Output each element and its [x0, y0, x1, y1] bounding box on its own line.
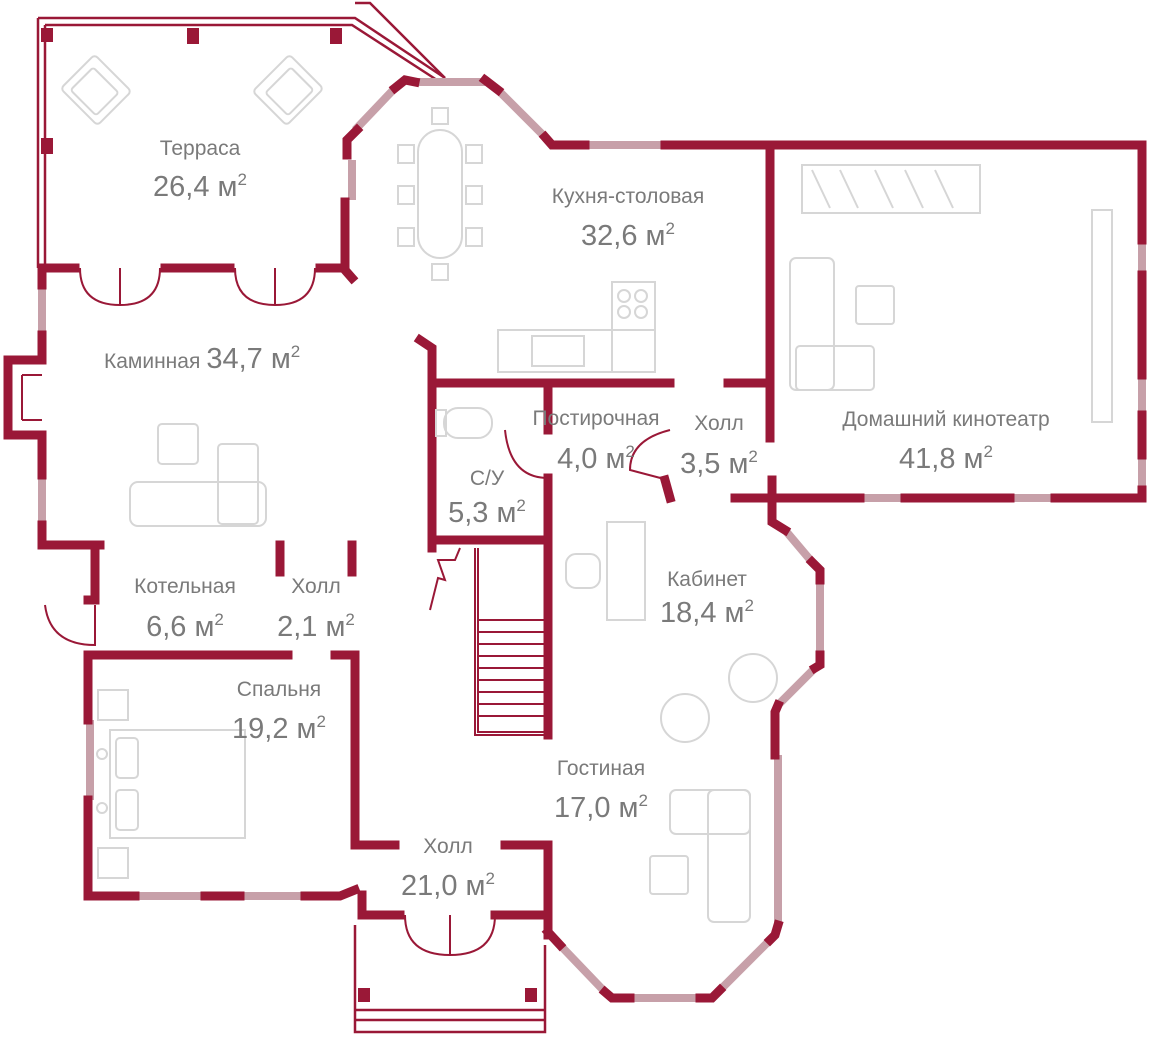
office-name: Кабинет: [667, 568, 747, 591]
walls: [3, 73, 1147, 1003]
living-name: Гостиная: [557, 757, 645, 780]
staircase: [429, 547, 548, 736]
living-area: 17,0 м2: [554, 791, 648, 824]
laundry-name: Постирочная: [532, 407, 659, 430]
hall-small-area: 2,1 м2: [277, 610, 355, 643]
hall-center-name: Холл: [694, 412, 744, 435]
office-area: 18,4 м2: [660, 596, 754, 629]
hall-entry-name: Холл: [423, 835, 473, 858]
entry-porch: [353, 925, 547, 1034]
bedroom-area: 19,2 м2: [232, 712, 326, 745]
laundry-area: 4,0 м2: [557, 442, 635, 475]
bathroom-name: С/У: [470, 467, 505, 490]
terrace-armchairs: [61, 55, 323, 125]
kitchen-area: 32,6 м2: [581, 219, 675, 252]
cinema-name: Домашний кинотеатр: [842, 408, 1049, 431]
cinema-area: 41,8 м2: [899, 442, 993, 475]
fireplace-icon: [21, 374, 42, 421]
doors: [44, 267, 671, 957]
hall-small-name: Холл: [291, 575, 341, 598]
terrace-structure: [36, 1, 446, 268]
terrace-area: 26,4 м2: [153, 170, 247, 203]
room-labels: Терраса 26,4 м2 Кухня-столовая 32,6 м2 К…: [104, 137, 1050, 902]
terrace-name: Терраса: [160, 137, 241, 160]
boiler-name: Котельная: [134, 575, 236, 598]
kitchen-name: Кухня-столовая: [552, 185, 704, 208]
hall-center-area: 3,5 м2: [680, 447, 758, 480]
bathroom-area: 5,3 м2: [448, 496, 526, 529]
furniture: [96, 107, 1113, 923]
boiler-area: 6,6 м2: [146, 610, 224, 643]
hall-entry-area: 21,0 м2: [401, 869, 495, 902]
bedroom-name: Спальня: [237, 678, 321, 701]
windows: [38, 78, 1146, 1002]
